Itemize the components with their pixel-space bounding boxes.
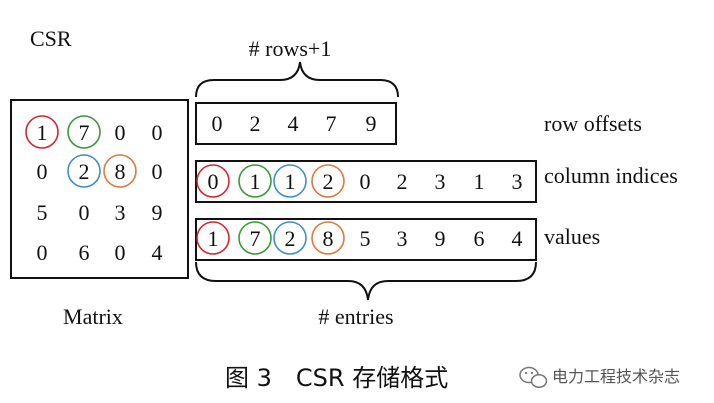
matrix-cell: 2 [79,159,90,184]
matrix-cell: 0 [79,200,90,225]
watermark-text: 电力工程技术杂志 [552,367,680,386]
matrix-highlight-ring [67,115,101,149]
value-entry: 8 [323,226,334,251]
top-brace [195,61,399,98]
column-index-value: 2 [323,169,334,194]
values-box [195,218,537,261]
value-entry: 1 [208,226,219,251]
matrix-cell: 3 [115,200,126,225]
bottom-brace-label: # entries [318,304,393,329]
value-entry: 6 [474,226,485,251]
matrix-cell: 1 [37,120,48,145]
matrix-cell: 0 [115,120,126,145]
row-offsets-box [195,102,397,145]
matrix-cell: 0 [152,159,163,184]
column-index-value: 0 [208,169,219,194]
value-entry: 9 [435,226,446,251]
matrix-cell: 4 [152,240,163,265]
matrix-cell: 0 [152,120,163,145]
row-offset-value: 2 [250,111,261,136]
row-offsets-label: row offsets [544,111,642,136]
matrix-highlight-ring [25,115,59,149]
column-indices-box [195,160,537,203]
array-highlight-ring [273,221,307,255]
matrix-label: Matrix [63,304,123,329]
row-offset-value: 7 [326,111,337,136]
matrix-cell: 9 [152,200,163,225]
column-index-value: 2 [397,169,408,194]
figure-caption: 图 3 CSR 存储格式 [225,364,448,392]
value-entry: 4 [512,226,523,251]
values-label: values [544,224,600,249]
matrix-box [10,99,189,279]
diagram-title: CSR [30,26,72,51]
matrix-highlight-ring [67,154,101,188]
value-entry: 3 [397,226,408,251]
matrix-cell: 5 [37,200,48,225]
row-offset-value: 9 [366,111,377,136]
value-entry: 7 [250,226,261,251]
column-indices-label: column indices [544,163,678,188]
value-entry: 5 [360,226,371,251]
array-highlight-ring [238,164,272,198]
column-index-value: 3 [435,169,446,194]
array-highlight-ring [273,164,307,198]
column-index-value: 1 [285,169,296,194]
row-offset-value: 0 [212,111,223,136]
matrix-cell: 6 [79,240,90,265]
matrix-highlight-ring [103,154,137,188]
column-index-value: 3 [512,169,523,194]
column-index-value: 1 [250,169,261,194]
matrix-cell: 0 [37,159,48,184]
column-index-value: 1 [474,169,485,194]
matrix-cell: 7 [79,120,90,145]
array-highlight-ring [196,164,230,198]
matrix-cell: 0 [37,240,48,265]
array-highlight-ring [196,221,230,255]
array-highlight-ring [311,164,345,198]
array-highlight-ring [311,221,345,255]
row-offset-value: 4 [288,111,299,136]
wechat-logo [519,366,548,388]
bottom-brace [195,261,537,301]
matrix-cell: 0 [115,240,126,265]
matrix-cell: 8 [115,159,126,184]
array-highlight-ring [238,221,272,255]
value-entry: 2 [285,226,296,251]
top-brace-label: # rows+1 [249,36,332,61]
column-index-value: 0 [360,169,371,194]
